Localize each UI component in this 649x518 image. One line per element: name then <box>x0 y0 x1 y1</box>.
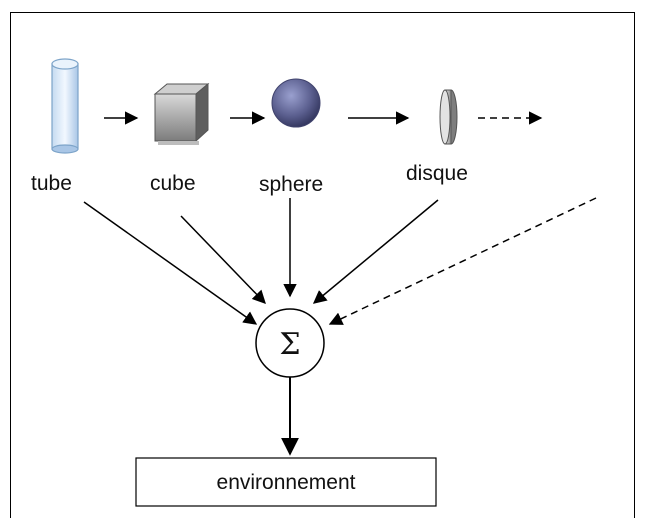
cube-label: cube <box>150 172 196 195</box>
environment-label: environnement <box>217 471 356 494</box>
arrow-more-sum <box>328 197 597 325</box>
disk-icon <box>439 89 458 145</box>
arrow-cube-sum <box>180 215 266 304</box>
sum-node: Σ <box>255 308 325 378</box>
sphere-label: sphere <box>259 173 323 196</box>
arrow-disque-sum <box>312 199 439 304</box>
diagram-frame <box>10 12 635 518</box>
cube-icon <box>153 82 210 145</box>
sum-symbol: Σ <box>279 327 300 362</box>
arrow-tube-sum <box>83 201 258 325</box>
disque-label: disque <box>406 162 468 185</box>
tube-label: tube <box>31 172 72 195</box>
sphere-icon <box>271 78 321 128</box>
cylinder-icon <box>51 58 79 154</box>
environment-box: environnement <box>135 457 437 507</box>
